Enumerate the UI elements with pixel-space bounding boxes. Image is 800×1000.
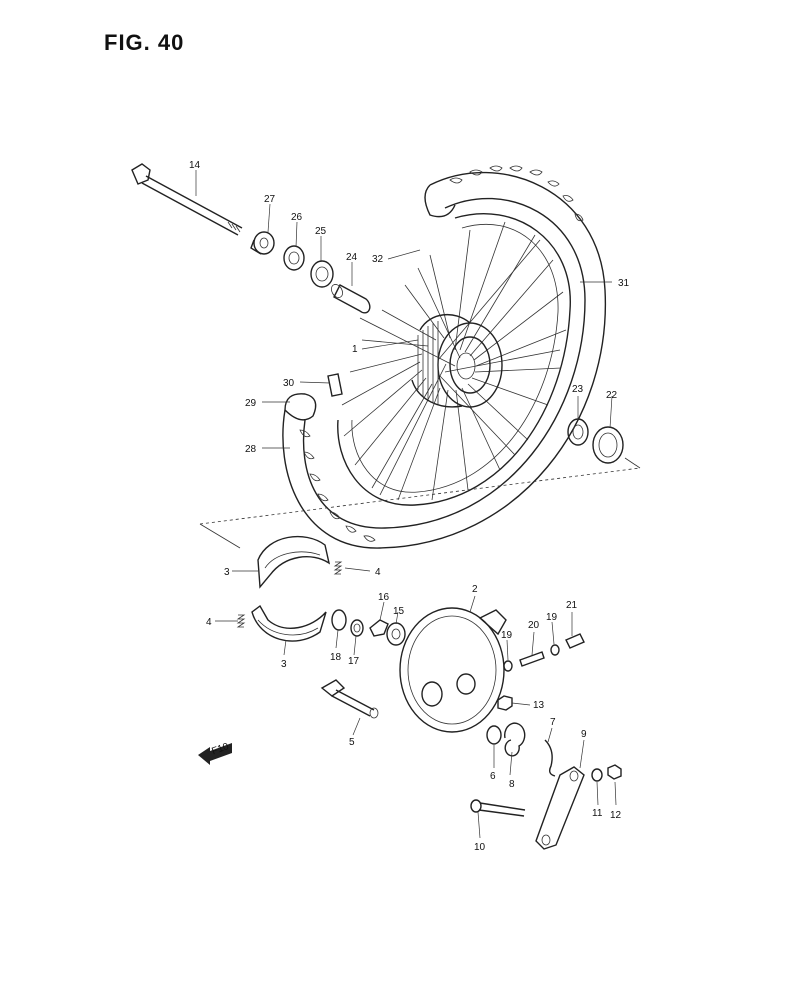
shoe-spring-left-part[interactable] <box>236 614 246 628</box>
callout-30: 30 <box>283 378 295 389</box>
callout-23: 23 <box>572 384 584 395</box>
lever-nut-part[interactable] <box>607 764 622 780</box>
lever-spring-part[interactable] <box>544 739 556 777</box>
callout-2: 2 <box>472 584 478 595</box>
direction-marker-text: F10 <box>210 741 230 757</box>
callout-31: 31 <box>618 278 630 289</box>
callout-20: 20 <box>528 620 540 631</box>
callout-32: 32 <box>372 254 384 265</box>
tire-part[interactable] <box>282 165 607 549</box>
callout-16: 16 <box>378 592 390 603</box>
callout-3-lower: 3 <box>281 659 287 670</box>
front-arrow-icon <box>198 743 232 765</box>
seal-ring-part[interactable] <box>486 725 502 745</box>
callout-21: 21 <box>566 600 578 611</box>
callout-18: 18 <box>330 652 342 663</box>
nut-part[interactable] <box>497 695 513 711</box>
callout-1: 1 <box>352 344 358 355</box>
callout-11: 11 <box>592 808 603 819</box>
callout-19-right: 19 <box>546 612 558 623</box>
callout-8: 8 <box>509 779 515 790</box>
callout-24: 24 <box>346 252 358 263</box>
axle-collar-part[interactable] <box>250 231 275 255</box>
callout-3-upper: 3 <box>224 567 230 578</box>
callout-28: 28 <box>245 444 257 455</box>
brake-shoe-lower-part[interactable] <box>251 604 327 642</box>
dust-seal-part[interactable] <box>283 245 305 271</box>
callout-13: 13 <box>533 700 545 711</box>
shoe-spring-right-part[interactable] <box>333 561 343 575</box>
brake-shoe-upper-part[interactable] <box>257 535 331 589</box>
callout-29: 29 <box>245 398 257 409</box>
bearing-part[interactable] <box>310 260 334 288</box>
front-hub-part[interactable] <box>411 313 503 408</box>
brake-lever-part[interactable] <box>535 766 585 850</box>
assembly-guide-lines <box>199 457 641 549</box>
callout-27: 27 <box>264 194 276 205</box>
brake-cam-shaft-part[interactable] <box>320 679 379 719</box>
callout-26: 26 <box>291 212 303 223</box>
tube-valve-part[interactable] <box>327 373 343 397</box>
adjuster-washer-part[interactable] <box>503 660 513 672</box>
o-ring-part[interactable] <box>331 609 347 631</box>
callout-10: 10 <box>474 842 486 853</box>
callout-7: 7 <box>550 717 556 728</box>
callout-19-left: 19 <box>501 630 513 641</box>
lever-bolt-part[interactable] <box>470 799 526 817</box>
callout-5: 5 <box>349 737 355 748</box>
brake-panel-part[interactable] <box>399 607 507 733</box>
return-spring-part[interactable] <box>504 722 526 757</box>
adjuster-washer-right-part[interactable] <box>550 644 560 656</box>
front-axle-part[interactable] <box>131 163 243 236</box>
callout-14: 14 <box>189 160 201 171</box>
figure-title: FIG. 40 <box>104 30 185 55</box>
indicator-plate-part[interactable] <box>369 619 389 637</box>
cable-guide-part[interactable] <box>565 633 585 649</box>
spacer-tube-part[interactable] <box>329 282 371 314</box>
cam-lever-gear-part[interactable] <box>386 622 406 646</box>
cable-adjuster-part[interactable] <box>519 651 545 667</box>
washer-part[interactable] <box>350 619 364 637</box>
callout-25: 25 <box>315 226 327 237</box>
callout-4-left: 4 <box>206 617 212 628</box>
callout-15: 15 <box>393 606 405 617</box>
callout-22: 22 <box>606 390 618 401</box>
callout-9: 9 <box>581 729 587 740</box>
callout-6: 6 <box>490 771 496 782</box>
callout-12: 12 <box>610 810 622 821</box>
callout-labels: 14 27 26 25 24 32 31 1 30 29 28 23 22 3 … <box>189 160 630 853</box>
lever-washer-part[interactable] <box>591 768 603 782</box>
callout-4-right: 4 <box>375 567 381 578</box>
callout-17: 17 <box>348 656 360 667</box>
rim-part[interactable] <box>337 213 571 506</box>
leader-lines <box>195 170 617 839</box>
oil-seal-part[interactable] <box>592 426 624 464</box>
